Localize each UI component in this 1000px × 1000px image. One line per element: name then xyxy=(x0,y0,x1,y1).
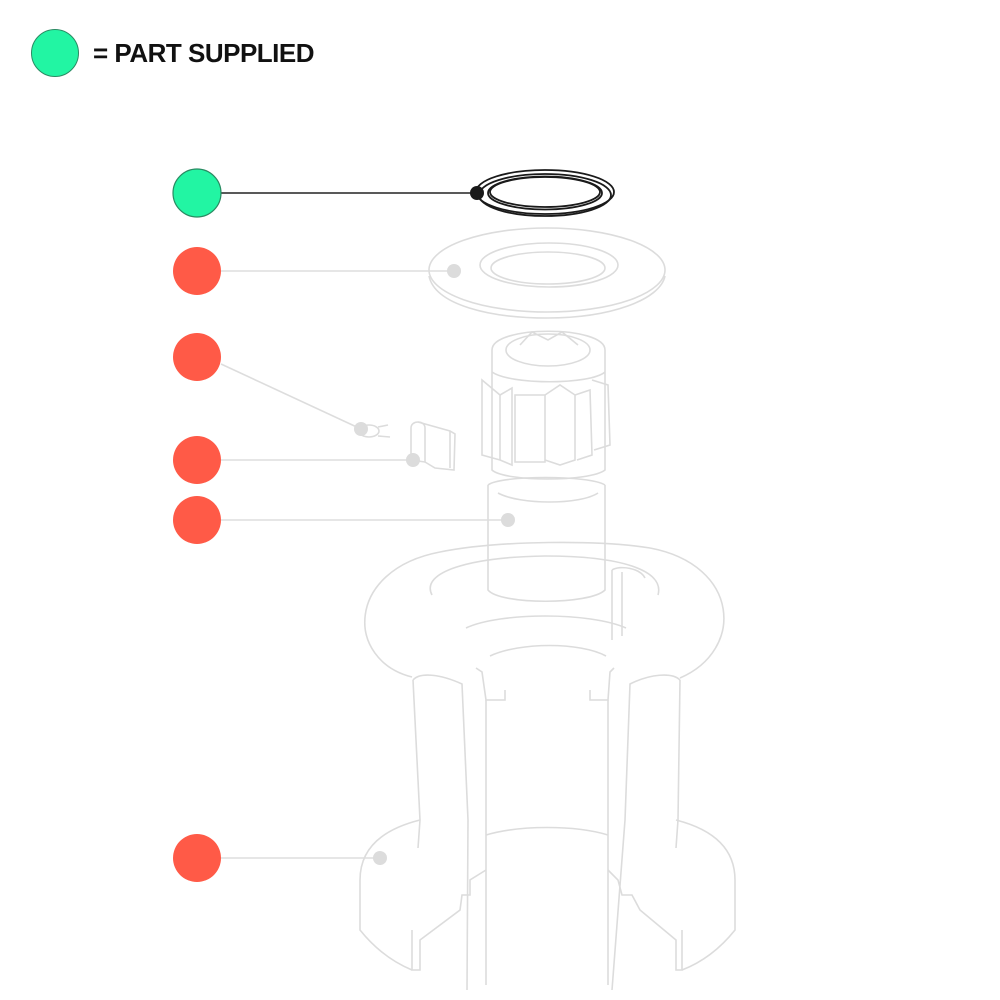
spindle-gear-drawing xyxy=(481,330,611,603)
target-dot-pawl xyxy=(406,453,420,467)
callout-marker-thrust-washer-supplied[interactable] xyxy=(172,168,222,218)
target-dot-thrust-washer xyxy=(470,186,484,200)
legend: = PART SUPPLIED xyxy=(31,28,315,78)
pawl-drawing xyxy=(410,421,456,471)
target-dot-base-housing xyxy=(373,851,387,865)
target-dot-top-flange-plate xyxy=(447,264,461,278)
legend-supplied-dot xyxy=(31,29,79,77)
callout-marker-base-housing[interactable] xyxy=(173,834,221,882)
leader-lines xyxy=(220,192,508,859)
callout-marker-spring-clip[interactable] xyxy=(173,333,221,381)
callout-marker-pawl[interactable] xyxy=(173,436,221,484)
leader-line-spring-clip xyxy=(220,363,362,430)
callout-marker-spindle-gear[interactable] xyxy=(173,496,221,544)
thrust-washer-drawing xyxy=(475,169,615,217)
target-dot-spindle-gear xyxy=(501,513,515,527)
legend-label: = PART SUPPLIED xyxy=(93,37,315,68)
target-dots xyxy=(354,186,515,865)
top-flange-plate-drawing xyxy=(428,227,666,319)
base-housing-drawing xyxy=(359,541,736,991)
callout-markers xyxy=(172,168,222,882)
target-dot-spring-clip xyxy=(354,422,368,436)
callout-marker-top-flange-plate[interactable] xyxy=(173,247,221,295)
